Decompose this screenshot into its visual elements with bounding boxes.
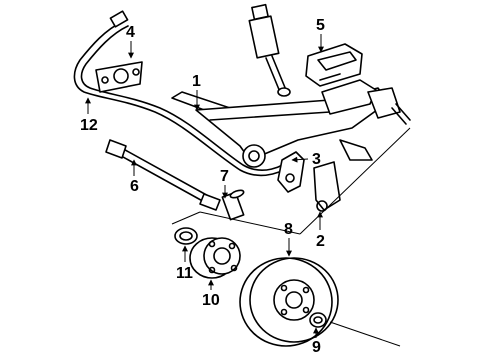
callout-9: 9: [312, 327, 321, 356]
svg-text:3: 3: [312, 151, 321, 168]
svg-text:10: 10: [202, 292, 220, 309]
grease-cap: [309, 312, 327, 328]
axle-beam: [171, 79, 411, 168]
seal-ring: [174, 227, 198, 245]
callout-7: 7: [220, 168, 229, 199]
callout-8: 8: [284, 221, 293, 257]
upper-mount: [305, 43, 363, 87]
wheel-hub: [189, 237, 241, 279]
svg-text:9: 9: [312, 339, 321, 356]
stabilizer-bar: [73, 10, 301, 177]
bushing: [221, 189, 245, 221]
callout-1: 1: [192, 73, 201, 111]
svg-text:1: 1: [192, 73, 201, 90]
callout-11: 11: [176, 245, 193, 282]
bushing-bracket: [95, 61, 143, 93]
svg-text:6: 6: [130, 178, 139, 195]
shock-absorber: [248, 3, 291, 97]
callout-3: 3: [291, 151, 321, 168]
svg-text:2: 2: [316, 233, 325, 250]
callout-6: 6: [130, 159, 139, 195]
brake-disc: [239, 257, 339, 347]
svg-text:8: 8: [284, 221, 293, 238]
svg-text:11: 11: [176, 265, 193, 282]
callout-12: 12: [80, 97, 98, 134]
callout-10: 10: [202, 279, 220, 309]
callout-5: 5: [316, 17, 325, 53]
svg-text:5: 5: [316, 17, 325, 34]
callout-2: 2: [316, 211, 325, 250]
svg-text:12: 12: [80, 117, 98, 134]
svg-text:7: 7: [220, 168, 229, 185]
svg-text:4: 4: [126, 24, 135, 41]
knuckle-bracket: [277, 151, 341, 212]
lateral-rod: [105, 139, 221, 211]
callout-4: 4: [126, 24, 135, 59]
